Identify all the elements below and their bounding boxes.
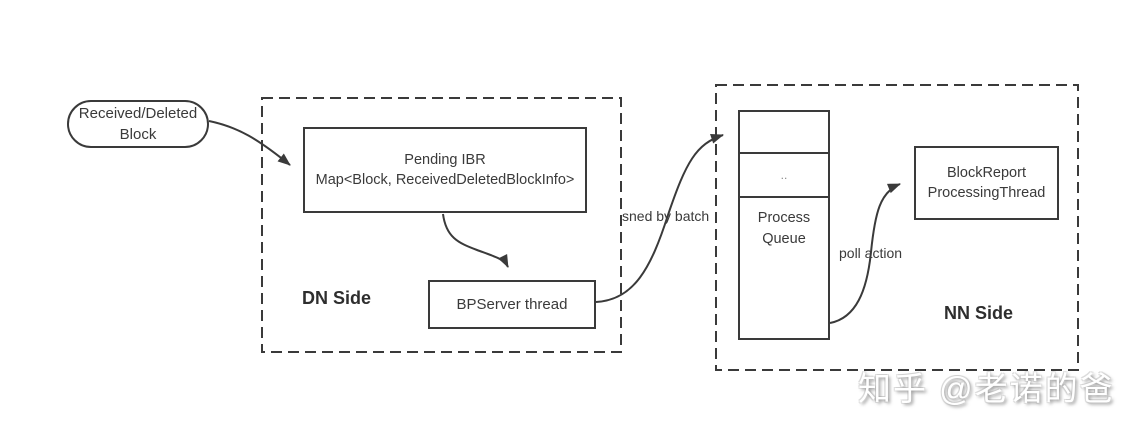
received-deleted-block-label-line1: Received/Deleted: [78, 105, 198, 122]
edge-label-poll-action: poll action: [839, 245, 903, 261]
bpserver-thread-node: BPServer thread: [428, 280, 596, 329]
received-deleted-block-node: Received/Deleted Block: [67, 100, 209, 148]
edge-label-sned-by-batch: sned by batch: [622, 208, 710, 224]
blockreport-processing-thread-node: BlockReport ProcessingThread: [914, 146, 1059, 220]
pending-ibr-label-line2: Map<Block, ReceivedDeletedBlockInfo>: [315, 172, 575, 188]
process-queue-label-line2: Queue: [762, 231, 806, 248]
arrow-queue-to-blockreport: [829, 183, 901, 324]
blockreport-label-line2: ProcessingThread: [927, 185, 1046, 201]
bpserver-thread-label: BPServer thread: [456, 296, 568, 313]
process-queue-slot-empty: [740, 112, 828, 154]
nn-side-container: [715, 84, 1079, 371]
dn-side-container: [261, 97, 622, 353]
dn-side-label: DN Side: [302, 288, 372, 308]
arrow-pending-to-bpserver: [442, 213, 509, 268]
blockreport-label-line1: BlockReport: [947, 164, 1026, 181]
pending-ibr-node: Pending IBR Map<Block, ReceivedDeletedBl…: [303, 127, 587, 213]
received-deleted-block-label-line2: Block: [119, 126, 157, 143]
pending-ibr-label-line1: Pending IBR: [404, 151, 486, 168]
process-queue-label-line1: Process: [757, 210, 811, 226]
process-queue-ellipsis: ..: [780, 167, 788, 182]
process-queue-slot-body: Process Queue: [740, 198, 828, 338]
arrow-received-to-pending: [208, 120, 291, 166]
process-queue-slot-ellipsis: ..: [740, 154, 828, 198]
zhihu-watermark: 知乎 @老诺的爸: [858, 370, 1115, 407]
process-queue-node: .. Process Queue: [738, 110, 830, 340]
nn-side-label: NN Side: [944, 303, 1014, 323]
arrow-bpserver-to-queue: [595, 134, 724, 303]
